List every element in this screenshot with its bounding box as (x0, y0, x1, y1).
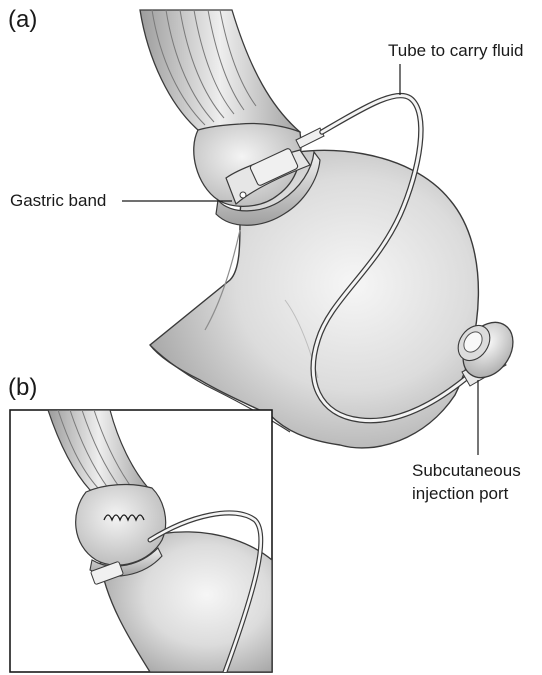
band-buckle-hole (240, 192, 246, 198)
panel-b-label: (b) (8, 374, 37, 402)
panel-a-label: (a) (8, 6, 37, 34)
tube-label: Tube to carry fluid (388, 40, 523, 61)
panel-b-inset (10, 410, 272, 672)
injection-port-label-line2: injection port (412, 483, 508, 504)
gastric-band-label: Gastric band (10, 190, 106, 211)
injection-port-label-line1: Subcutaneous (412, 460, 521, 481)
panel-a-illustration (122, 10, 523, 455)
